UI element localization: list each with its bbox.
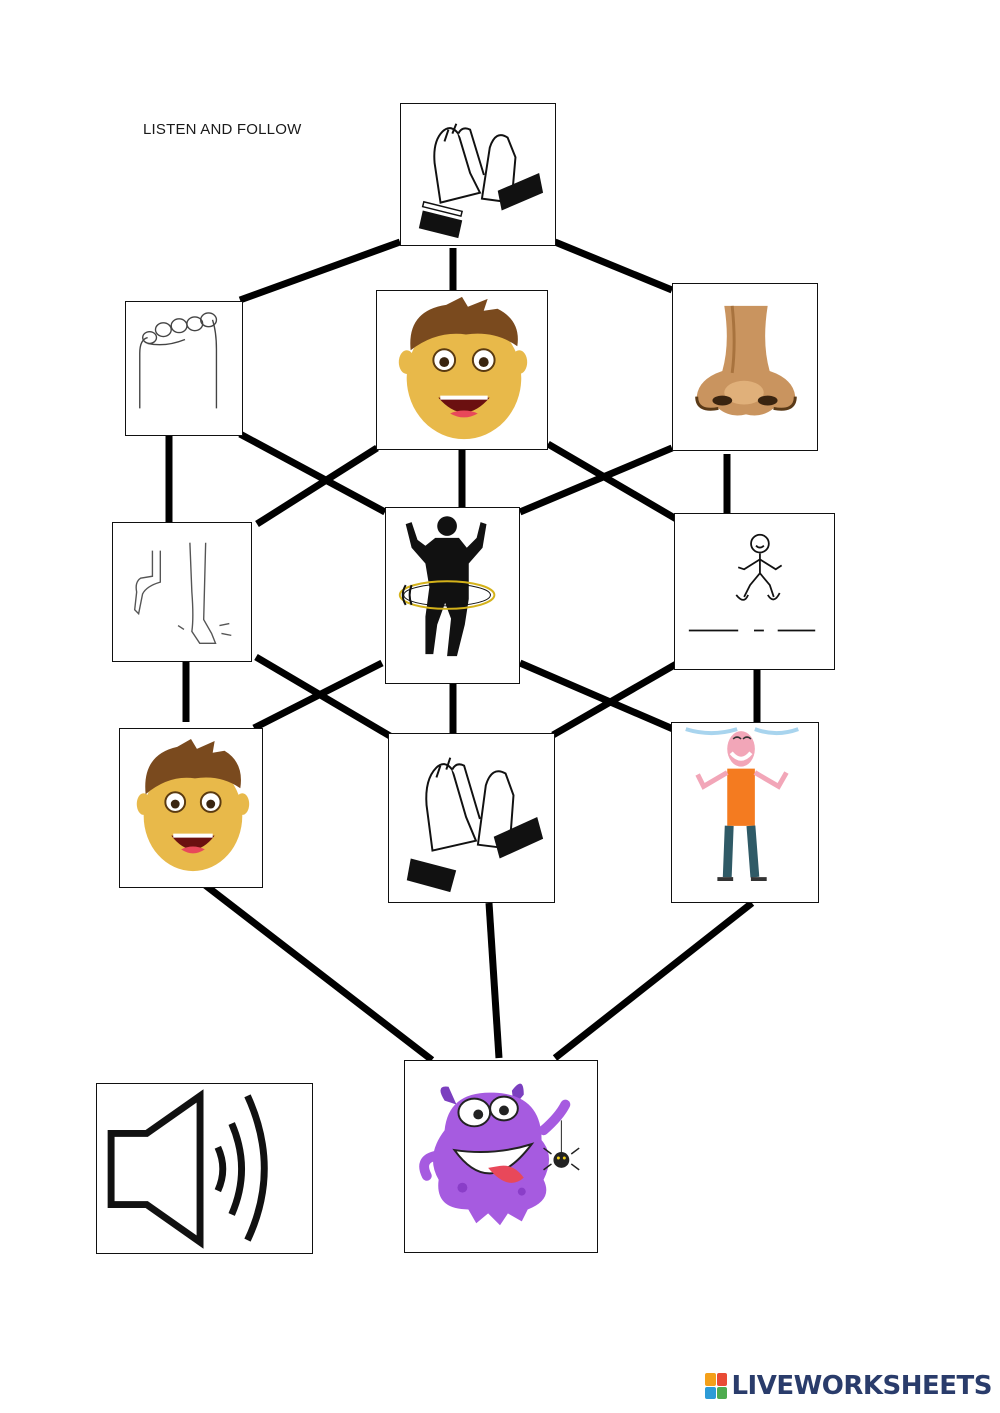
card-turn[interactable] bbox=[385, 507, 520, 684]
worksheet-title: LISTEN AND FOLLOW bbox=[143, 121, 302, 138]
liveworksheets-logo: LIVEWORKSHEETS bbox=[705, 1371, 992, 1401]
card-smile-bottom[interactable] bbox=[119, 728, 263, 888]
card-nose[interactable] bbox=[672, 283, 818, 451]
brand-name: LIVEWORKSHEETS bbox=[731, 1371, 992, 1401]
stretching-man-icon bbox=[685, 727, 799, 882]
spinning-person-icon bbox=[398, 516, 496, 657]
speaker-icon bbox=[107, 1089, 268, 1249]
card-smile-top[interactable] bbox=[376, 290, 548, 450]
jumping-stick-figure-icon bbox=[688, 533, 816, 632]
brand-logo-icon bbox=[705, 1373, 728, 1399]
card-jump[interactable] bbox=[674, 513, 835, 670]
clapping-hands-icon bbox=[406, 757, 544, 893]
card-monster[interactable] bbox=[404, 1060, 598, 1253]
smiling-boy-face-icon bbox=[136, 738, 250, 872]
bent-leg-knee-icon bbox=[133, 542, 232, 644]
smiling-boy-face-icon bbox=[398, 296, 528, 440]
card-clap-bottom[interactable] bbox=[388, 733, 555, 903]
card-toes[interactable] bbox=[125, 301, 243, 436]
audio-play-button[interactable] bbox=[96, 1083, 313, 1254]
card-clap-top[interactable] bbox=[400, 103, 556, 246]
nose-icon bbox=[695, 305, 797, 416]
purple-monster-icon bbox=[419, 1083, 580, 1226]
card-knee[interactable] bbox=[112, 522, 252, 662]
foot-toes-icon bbox=[139, 312, 218, 409]
card-stretch[interactable] bbox=[671, 722, 819, 903]
clapping-hands-icon bbox=[418, 123, 544, 239]
